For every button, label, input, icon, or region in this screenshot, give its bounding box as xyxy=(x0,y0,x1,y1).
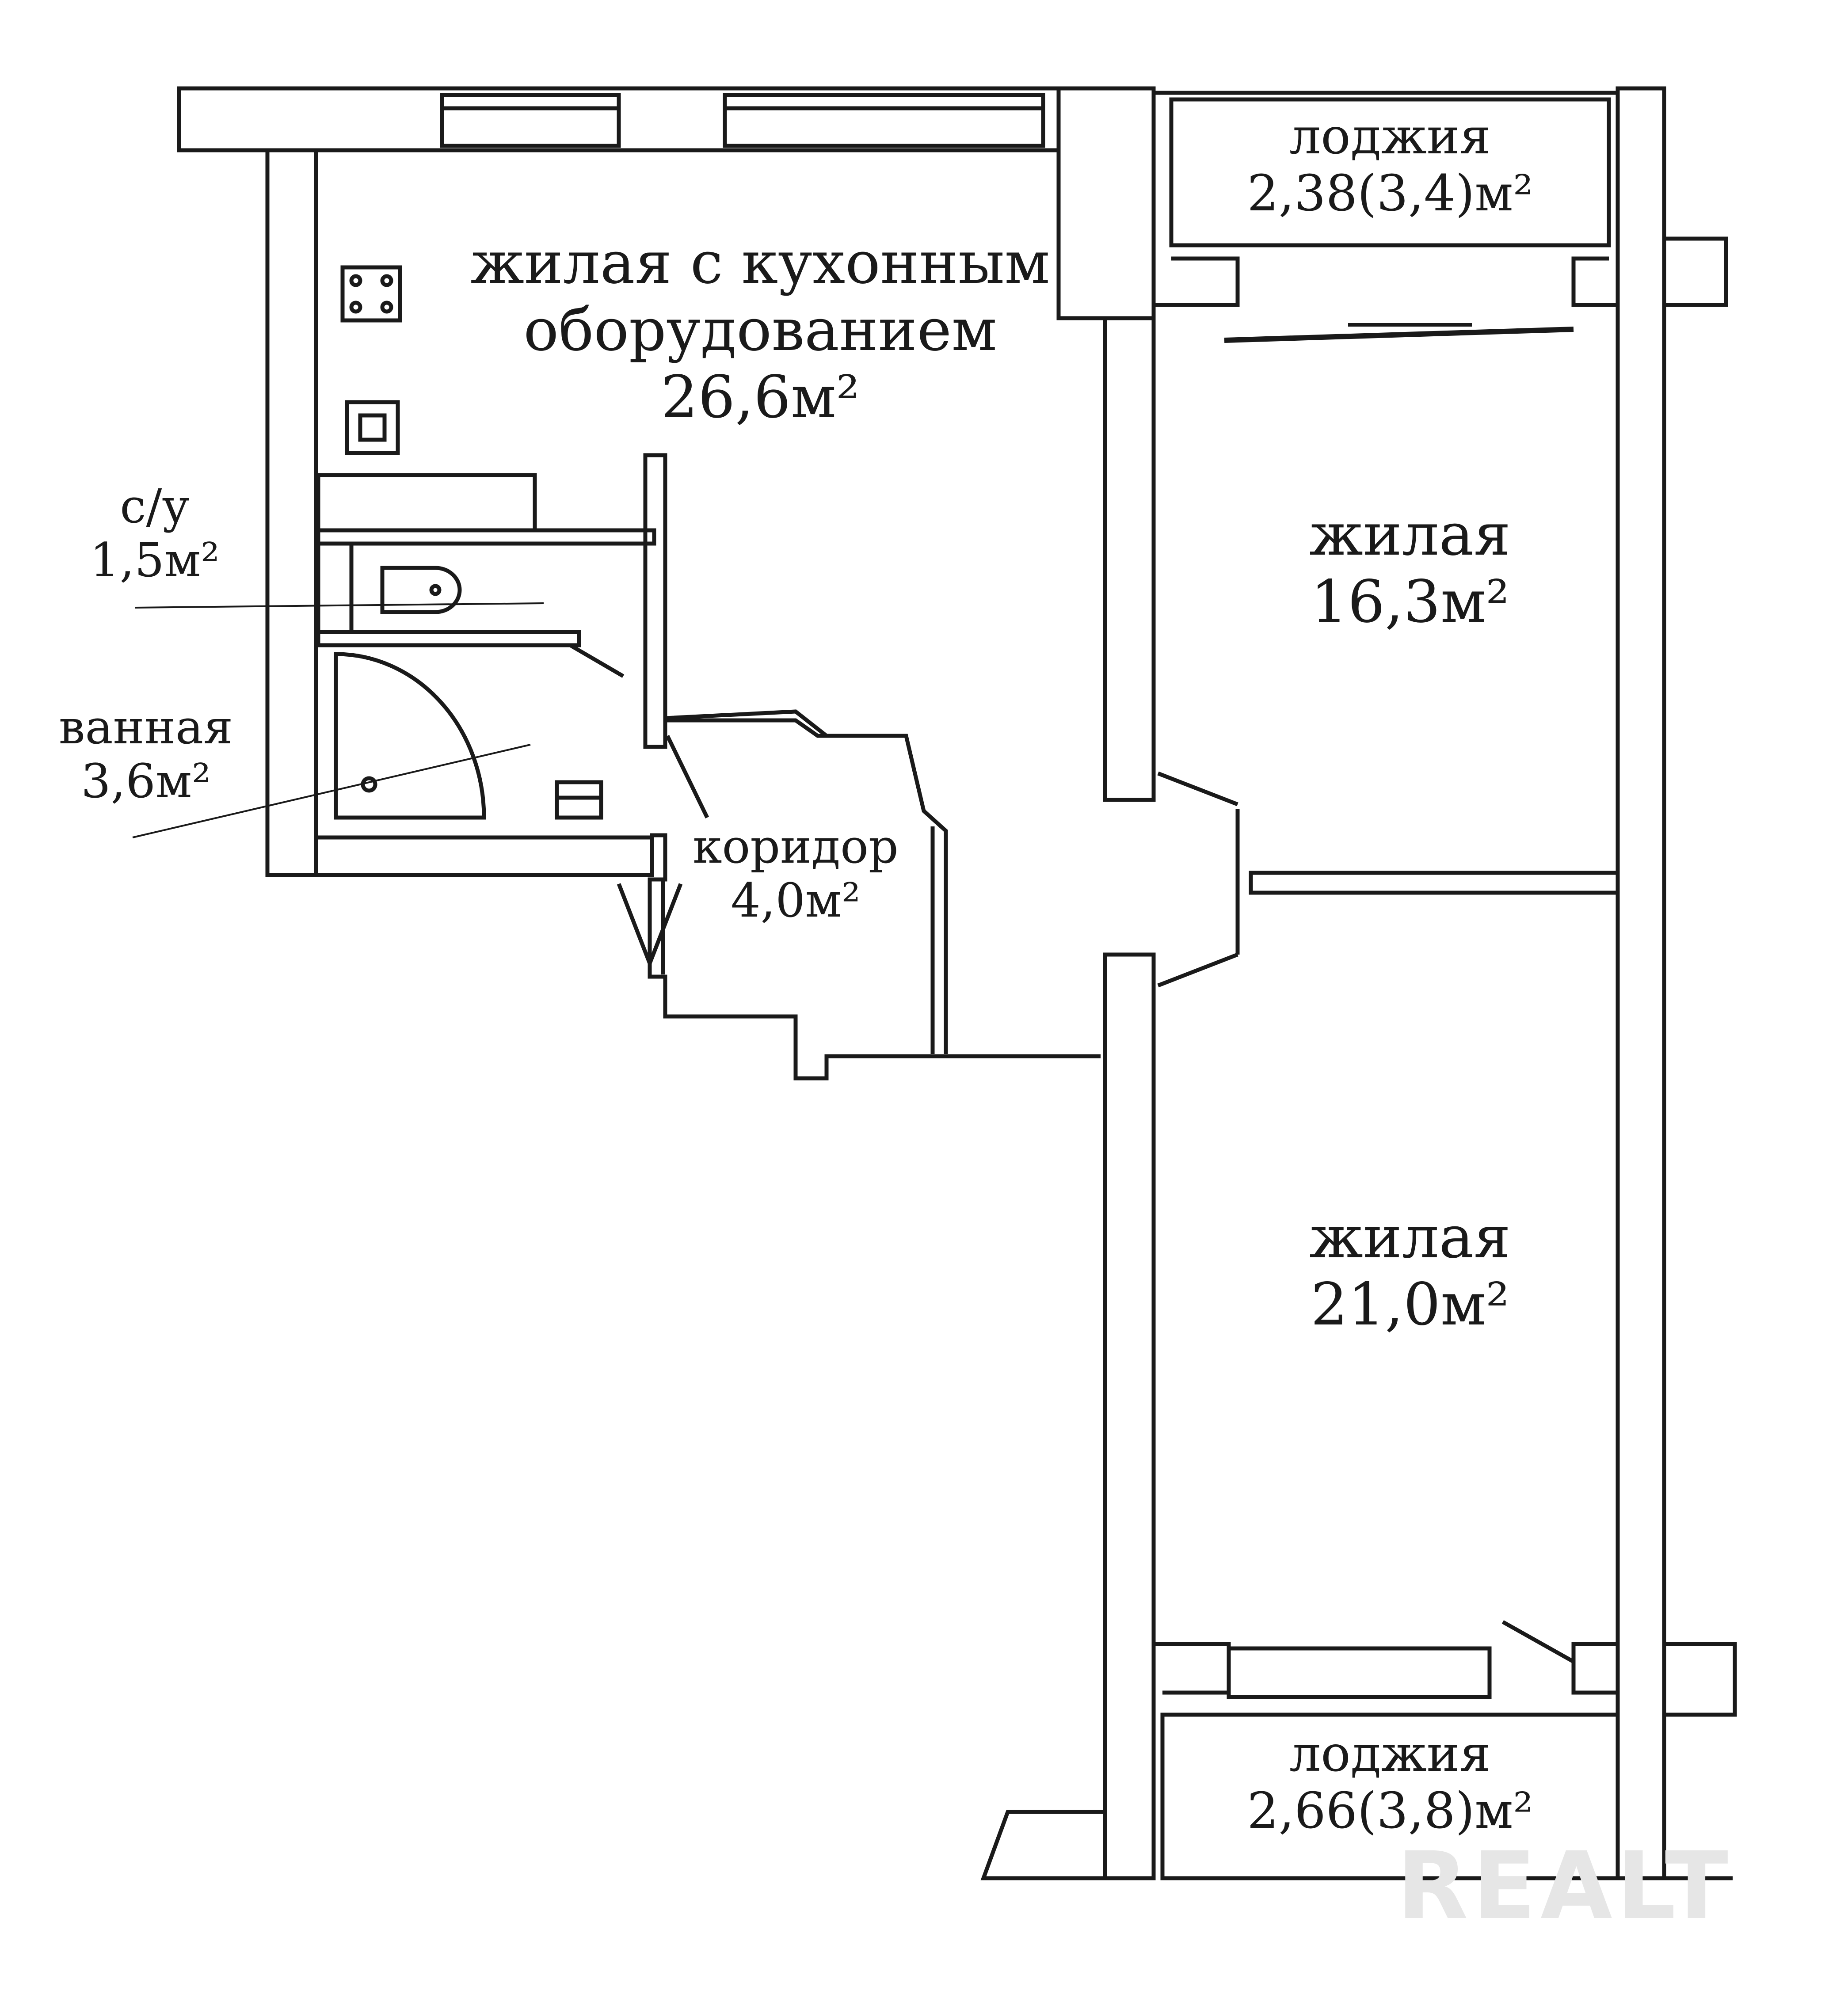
living-2-name: жилая xyxy=(1309,1203,1511,1271)
left-wall xyxy=(265,148,318,877)
kitchen-bedroom-wall xyxy=(1103,316,1156,802)
window-top-2 xyxy=(723,93,1045,148)
stove-icon xyxy=(340,265,402,323)
loggia-bottom-label: лоджия 2,66(3,8)м² xyxy=(1193,1726,1587,1840)
kitchen-living-name-1: жилая с кухонным xyxy=(470,229,1050,297)
loggia-top-frame xyxy=(1169,97,1611,247)
wc-label: с/у 1,5м² xyxy=(57,479,252,587)
loggia-top-area: 2,38(3,4)м² xyxy=(1247,164,1533,222)
bathroom-label: ванная 3,6м² xyxy=(40,700,252,808)
kitchen-counter xyxy=(316,473,537,533)
living-2-label: жилая 21,0м² xyxy=(1238,1204,1582,1339)
wc-name: с/у xyxy=(120,479,190,533)
loggia-bottom-area: 2,66(3,8)м² xyxy=(1247,1782,1533,1840)
washing-machine-icon xyxy=(555,780,603,820)
exterior-walls xyxy=(177,86,1737,1880)
interior-partitions xyxy=(316,453,1575,1663)
living-1-area: 16,3м² xyxy=(1311,567,1509,636)
kitchen-living-area: 26,6м² xyxy=(661,363,860,431)
toilet-icon xyxy=(380,566,462,614)
corridor-name: коридор xyxy=(693,819,899,874)
window-top-1 xyxy=(440,93,621,148)
bath-vertical-partition xyxy=(643,453,667,749)
bathtub-icon xyxy=(334,652,486,820)
bedroom-partition xyxy=(1249,871,1620,895)
bathroom-area: 3,6м² xyxy=(81,753,211,808)
loggia-top-label: лоджия 2,38(3,4)м² xyxy=(1193,108,1587,222)
right-outer-wall xyxy=(1616,86,1666,1880)
leader-lines xyxy=(132,602,544,838)
bath-bottom-wall xyxy=(314,835,654,877)
corridor-label: коридор 4,0м² xyxy=(663,820,928,928)
wc-leader-line xyxy=(134,602,544,609)
living-1-label: жилая 16,3м² xyxy=(1238,501,1582,636)
bathroom-name: ванная xyxy=(58,700,233,754)
kitchen-living-label: жилая с кухонным оборудованием 26,6м² xyxy=(442,229,1078,431)
loggia-top-name: лоджия xyxy=(1289,108,1491,165)
wc-area: 1,5м² xyxy=(90,533,220,587)
realt-watermark: REALT xyxy=(1397,1832,1733,1940)
sink-icon xyxy=(345,400,400,455)
living-2-area: 21,0м² xyxy=(1311,1270,1509,1339)
corridor-area: 4,0м² xyxy=(731,873,861,928)
loggia-bottom-name: лоджия xyxy=(1289,1725,1491,1783)
bathroom-leader-line xyxy=(132,744,531,838)
window-bottom xyxy=(1227,1646,1492,1699)
living-1-name: жилая xyxy=(1309,501,1511,569)
corridor-bedroom-wall xyxy=(1103,952,1156,1880)
kitchen-living-name-2: оборудованием xyxy=(523,296,997,364)
loggia-bottom-frame xyxy=(1160,1712,1620,1880)
fixtures xyxy=(334,265,603,820)
